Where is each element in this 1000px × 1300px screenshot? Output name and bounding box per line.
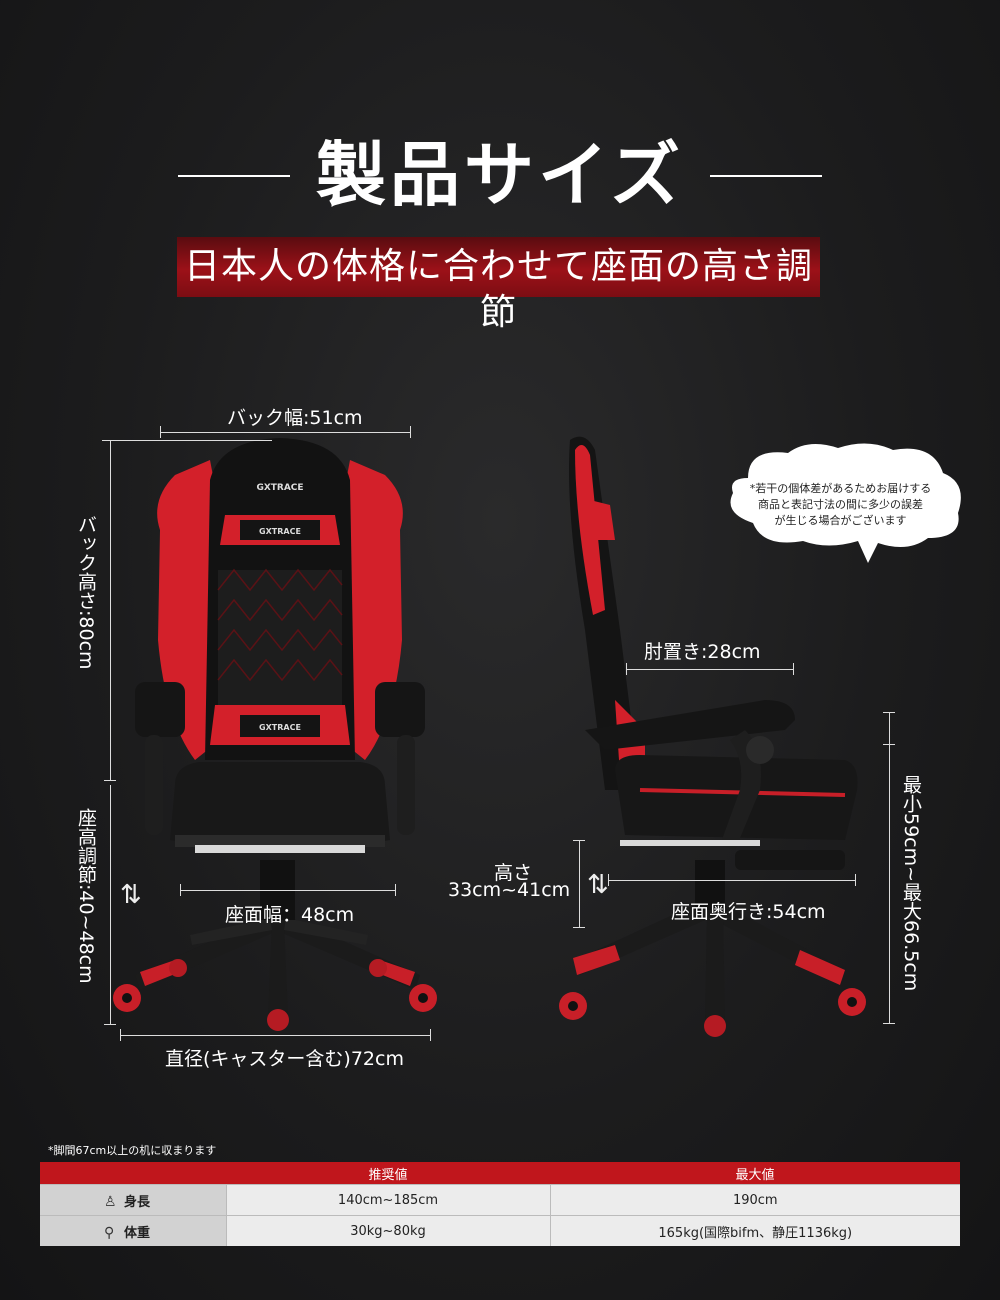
diameter-line (120, 1035, 430, 1036)
side-seat-height-label: 高さ (494, 862, 533, 884)
total-height-label: 最小59cm~最大66.5cm (900, 775, 922, 992)
seat-width-tick-left (180, 884, 181, 896)
back-height-tick-bottom (104, 780, 116, 781)
side-seat-height-tick-top (573, 840, 585, 841)
seat-width-line (180, 890, 395, 891)
spec-row-label: 体重 (124, 1225, 151, 1241)
spec-weight-recommended: 30kg~80kg (225, 1215, 550, 1246)
total-height-tick-top (883, 712, 895, 713)
page-title: 製品サイズ (316, 134, 684, 216)
spec-row-height-label: ♙ 身長 (40, 1184, 226, 1216)
front-chair-base (113, 860, 437, 1031)
seat-depth-tick-left (608, 874, 609, 886)
side-chair-base (559, 860, 866, 1037)
front-chair-seat (170, 762, 390, 850)
seat-width-tick-right (395, 884, 396, 896)
body-size-spec-table: 推奨値 最大値 ♙ 身長 140cm~185cm 190cm ⚲ 体重 30kg~8… (40, 1162, 960, 1246)
front-chair-logo-headrest: GXTRACE (259, 527, 301, 536)
disclaimer-speech-bubble (730, 443, 961, 563)
seat-height-adjust-label: 座高調節:40~48cm (75, 808, 97, 984)
armrest-line (626, 669, 793, 670)
spec-row-weight-label: ⚲ 体重 (40, 1215, 226, 1246)
side-seat-height-line (579, 840, 580, 928)
side-chair-footrest (620, 840, 760, 846)
disclaimer-text: *若干の個体差があるためお届けする 商品と表記寸法の間に多少の誤差 が生じる場合… (733, 481, 948, 529)
back-height-label: バック高さ:80cm (75, 515, 97, 670)
spec-height-recommended: 140cm~185cm (225, 1184, 550, 1216)
spec-weight-max: 165kg(国際bifm、静圧1136kg) (549, 1215, 960, 1246)
disclaimer-line-1: *若干の個体差があるためお届けする (749, 482, 932, 495)
disclaimer-line-3: が生じる場合がございます (774, 514, 907, 527)
back-height-top-guide (102, 440, 272, 441)
side-height-adjust-arrows-icon: ⇅ (587, 870, 609, 900)
side-chair-illustration (559, 436, 866, 1037)
spec-header-max: 最大値 (550, 1162, 960, 1185)
spec-row-label: 身長 (124, 1194, 151, 1210)
seat-depth-label: 座面奥行き:54cm (671, 901, 826, 923)
table-row: ⚲ 体重 30kg~80kg 165kg(国際bifm、静圧1136kg) (40, 1215, 960, 1246)
diameter-tick-left (120, 1029, 121, 1041)
back-height-line (110, 440, 111, 780)
armrest-label: 肘置き:28cm (644, 641, 761, 663)
armrest-tick-right (793, 663, 794, 675)
subtitle-banner (177, 237, 820, 297)
diameter-label: 直径(キャスター含む)72cm (165, 1048, 404, 1070)
front-chair-logo-top: GXTRACE (256, 483, 303, 493)
side-chair-recline-knob (746, 736, 774, 764)
side-seat-height-value: 33cm~41cm (448, 879, 571, 901)
spec-table-header: 推奨値 最大値 (40, 1162, 960, 1185)
table-row: ♙ 身長 140cm~185cm 190cm (40, 1184, 960, 1216)
side-seat-height-tick-bottom (573, 927, 585, 928)
seat-height-line (110, 785, 111, 1025)
front-chair-footrest (195, 845, 365, 853)
title-divider-right (710, 175, 822, 177)
title-divider-left (178, 175, 290, 177)
total-height-tick-bottom (883, 1023, 895, 1024)
back-width-line (160, 432, 410, 433)
spec-height-max: 190cm (549, 1184, 960, 1216)
disclaimer-line-2: 商品と表記寸法の間に多少の誤差 (758, 498, 923, 511)
person-height-icon: ♙ (104, 1193, 117, 1210)
seat-height-tick-bottom (104, 1024, 116, 1025)
height-adjust-arrows-icon: ⇅ (120, 880, 142, 910)
side-chair-headrest (590, 500, 615, 540)
side-chair-seat (615, 755, 858, 840)
person-weight-icon: ⚲ (104, 1224, 115, 1241)
back-width-tick-left (160, 426, 161, 438)
front-chair-left-armrest (135, 682, 185, 737)
diameter-tick-right (430, 1029, 431, 1041)
spec-header-empty (40, 1162, 226, 1185)
subtitle-text: 日本人の体格に合わせて座面の高さ調節 (183, 246, 813, 333)
front-chair-logo-lumbar: GXTRACE (259, 723, 301, 732)
back-width-label: バック幅:51cm (227, 407, 363, 429)
seat-width-label: 座面幅：48cm (225, 904, 355, 926)
total-height-line (889, 712, 890, 1024)
back-width-tick-right (410, 426, 411, 438)
seat-depth-tick-right (855, 874, 856, 886)
seat-depth-line (608, 880, 855, 881)
front-chair-illustration: GXTRACE GXTRACE GXTRACE (113, 438, 437, 1031)
spec-header-recommended: 推奨値 (226, 1162, 550, 1185)
side-chair-armrest (585, 700, 795, 750)
front-chair-right-armrest (375, 682, 425, 737)
armrest-tick-left (626, 663, 627, 675)
desk-footnote: *脚間67cm以上の机に収まります (48, 1144, 217, 1157)
total-height-tick-mid (883, 744, 895, 745)
